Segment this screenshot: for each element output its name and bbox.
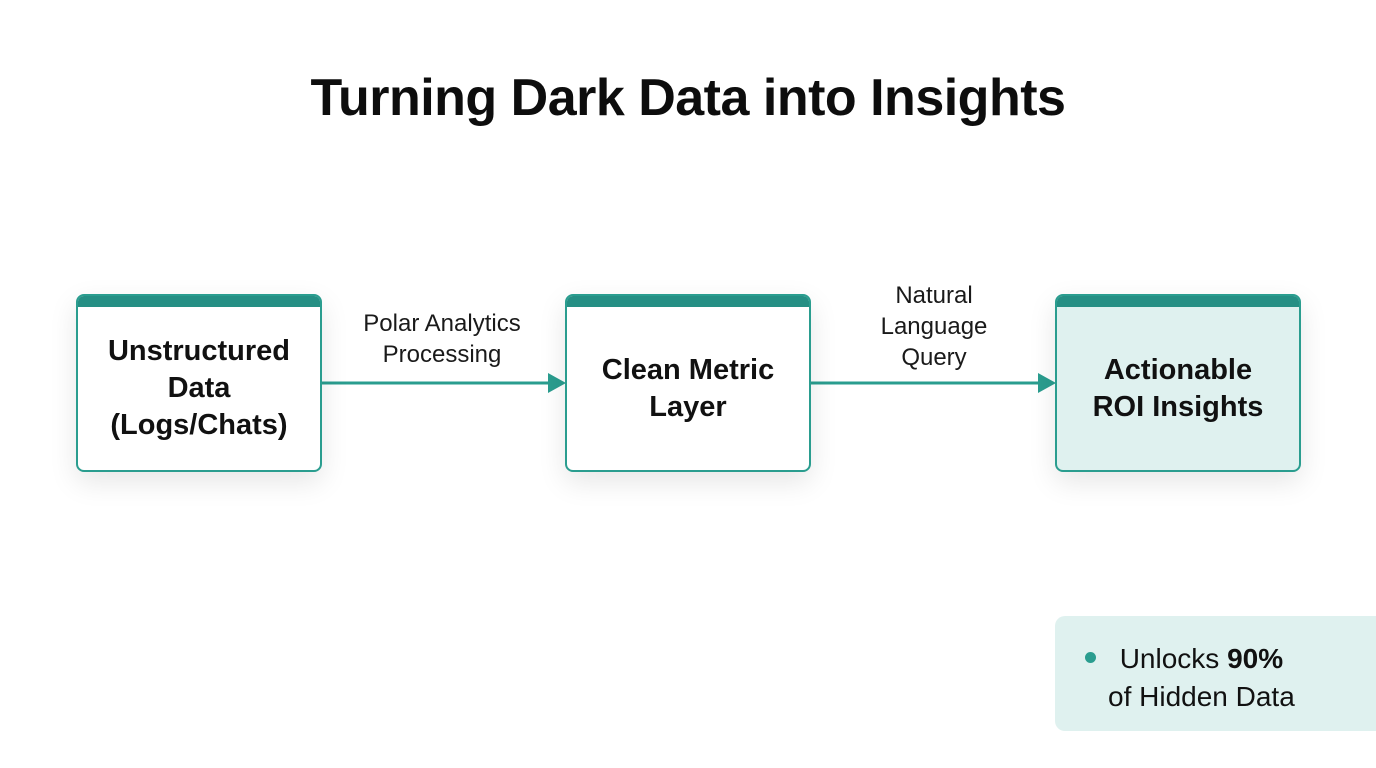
- edge-label-line: Processing: [382, 341, 502, 368]
- node-label: Unstructured Data (Logs/Chats): [78, 307, 320, 470]
- edge-label-line: Natural: [895, 282, 973, 309]
- node-label-line: Clean Metric: [601, 353, 775, 386]
- node-label-line: (Logs/Chats): [110, 409, 288, 441]
- edge-label-line: Polar Analytics: [363, 310, 521, 337]
- callout-suffix: of Hidden Data: [1108, 681, 1295, 712]
- edge-label-processing: Polar Analytics Processing: [332, 308, 552, 370]
- arrow-query: [811, 373, 1056, 393]
- node-actionable-insights: Actionable ROI Insights: [1055, 294, 1301, 472]
- node-label-line: ROI Insights: [1092, 390, 1264, 423]
- node-header-bar: [78, 296, 320, 307]
- edge-label-line: Language: [880, 313, 988, 340]
- node-label-line: Data: [167, 372, 231, 404]
- node-label: Clean Metric Layer: [567, 307, 809, 470]
- callout-text: Unlocks 90% of Hidden Data: [1108, 640, 1295, 716]
- bullet-dot-icon: [1085, 652, 1096, 663]
- page-title: Turning Dark Data into Insights: [310, 69, 1066, 127]
- node-clean-metric-layer: Clean Metric Layer: [565, 294, 811, 472]
- node-label-line: Actionable: [1103, 353, 1253, 386]
- edge-label-line: Query: [901, 344, 967, 371]
- node-label-line: Unstructured: [107, 335, 291, 367]
- node-unstructured-data: Unstructured Data (Logs/Chats): [76, 294, 322, 472]
- node-header-bar: [567, 296, 809, 307]
- callout-highlight: 90%: [1227, 643, 1284, 674]
- edge-label-query: Natural Language Query: [844, 280, 1024, 373]
- arrow-processing: [322, 373, 566, 393]
- stat-callout: Unlocks 90% of Hidden Data: [1055, 616, 1376, 731]
- node-label-line: Layer: [649, 390, 727, 423]
- node-label: Actionable ROI Insights: [1057, 307, 1299, 470]
- callout-prefix: Unlocks: [1119, 643, 1228, 674]
- node-header-bar: [1057, 296, 1299, 307]
